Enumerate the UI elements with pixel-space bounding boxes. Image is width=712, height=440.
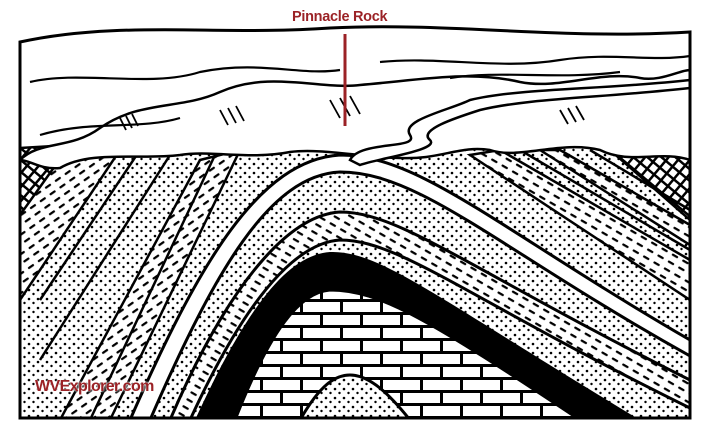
watermark: WVExplorer.com (35, 378, 154, 395)
pinnacle-rock-label: Pinnacle Rock (292, 9, 388, 25)
